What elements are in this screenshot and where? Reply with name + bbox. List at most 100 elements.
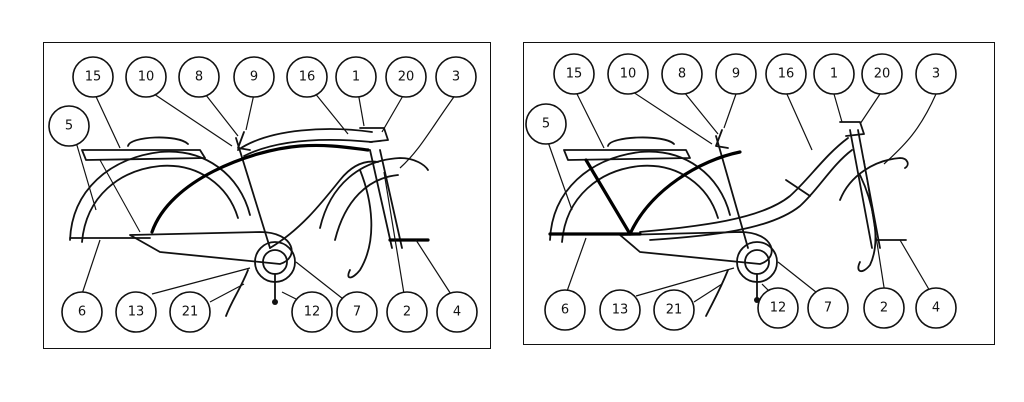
top-tube: [237, 128, 373, 151]
seat-clamp: [715, 129, 729, 149]
svg-text:7: 7: [353, 305, 361, 320]
callout-10: 10: [607, 53, 649, 95]
callout-1: 1: [813, 53, 855, 95]
svg-text:20: 20: [398, 70, 415, 85]
svg-text:16: 16: [778, 67, 795, 82]
drop-tube-lower: [649, 149, 853, 241]
svg-text:5: 5: [65, 119, 73, 134]
callout-9: 9: [233, 56, 275, 98]
svg-text:12: 12: [770, 301, 787, 316]
svg-text:3: 3: [452, 70, 460, 85]
bicycle-drawing-left: [69, 127, 430, 317]
kickstand: [225, 269, 249, 317]
head-badge: [359, 127, 389, 143]
callout-1: 1: [335, 56, 377, 98]
svg-text:9: 9: [250, 70, 258, 85]
svg-text:21: 21: [182, 305, 199, 320]
svg-text:9: 9: [732, 67, 740, 82]
front-fender: [319, 157, 429, 229]
front-fender: [839, 157, 909, 201]
svg-text:20: 20: [874, 67, 891, 82]
rear-fender-inner: [81, 164, 239, 243]
callout-8: 8: [661, 53, 703, 95]
top-tube-lower: [243, 138, 373, 157]
svg-text:6: 6: [561, 303, 569, 318]
bicycle-drawing-right: [548, 121, 909, 317]
svg-text:10: 10: [620, 67, 637, 82]
svg-text:8: 8: [195, 70, 203, 85]
rear-carrier: [81, 149, 206, 161]
pedal: [272, 299, 278, 305]
drop-tube-upper: [639, 137, 849, 233]
callout-5: 5: [48, 105, 90, 147]
callout-9: 9: [715, 53, 757, 95]
kickstand: [705, 269, 729, 317]
callout-21: 21: [653, 289, 695, 331]
rear-fender: [69, 150, 251, 241]
callout-16: 16: [765, 53, 807, 95]
callout-4: 4: [436, 291, 478, 333]
carrier-strut: [99, 159, 141, 233]
callout-16: 16: [286, 56, 328, 98]
carrier-rail: [607, 136, 675, 147]
svg-text:4: 4: [932, 301, 940, 316]
callout-12: 12: [291, 291, 333, 333]
callout-10: 10: [125, 56, 167, 98]
callout-8: 8: [178, 56, 220, 98]
leader-lines-right: [547, 87, 937, 303]
curved-tube: [628, 150, 742, 236]
svg-text:12: 12: [304, 305, 321, 320]
fork: [369, 149, 393, 249]
callout-7: 7: [807, 287, 849, 329]
callout-15: 15: [553, 53, 595, 95]
front-fender-tail: [857, 174, 877, 272]
svg-text:8: 8: [678, 67, 686, 82]
callout-3: 3: [915, 53, 957, 95]
svg-text:7: 7: [824, 301, 832, 316]
callout-13: 13: [599, 289, 641, 331]
front-fender-tail: [347, 169, 373, 279]
svg-text:10: 10: [138, 70, 155, 85]
svg-text:1: 1: [830, 67, 838, 82]
rear-fender: [549, 150, 731, 241]
carrier-strut: [584, 158, 632, 236]
callout-20: 20: [385, 56, 427, 98]
svg-text:2: 2: [880, 301, 888, 316]
callout-12: 12: [757, 287, 799, 329]
svg-text:15: 15: [566, 67, 583, 82]
seat-tube: [235, 137, 271, 249]
callout-20: 20: [861, 53, 903, 95]
svg-text:16: 16: [299, 70, 316, 85]
callout-4: 4: [915, 287, 957, 329]
chain-guard: [129, 231, 293, 265]
rear-carrier: [563, 149, 691, 161]
svg-text:3: 3: [932, 67, 940, 82]
callout-6: 6: [61, 291, 103, 333]
svg-text:4: 4: [453, 305, 461, 320]
callouts-right: 15 10 8 9 16 1 20 3 5 6 13 21 12 7 2 4: [525, 53, 957, 331]
svg-text:13: 13: [128, 305, 145, 320]
callout-7: 7: [336, 291, 378, 333]
svg-text:1: 1: [352, 70, 360, 85]
svg-text:2: 2: [403, 305, 411, 320]
callout-15: 15: [72, 56, 114, 98]
tube-brace: [785, 179, 811, 197]
down-tube: [269, 160, 379, 249]
carrier-rail: [127, 136, 189, 147]
callout-2: 2: [863, 287, 905, 329]
svg-text:21: 21: [666, 303, 683, 318]
callout-6: 6: [544, 289, 586, 331]
seat-clamp: [237, 131, 251, 151]
callout-21: 21: [169, 291, 211, 333]
rear-fender-inner: [561, 164, 719, 243]
callout-13: 13: [115, 291, 157, 333]
svg-text:6: 6: [78, 305, 86, 320]
svg-text:15: 15: [85, 70, 102, 85]
callouts-left: 15 10 8 9 16 1 20 3 5 6 13 21 12 7 2 4: [48, 56, 478, 333]
svg-text:13: 13: [612, 303, 629, 318]
svg-text:5: 5: [542, 117, 550, 132]
front-fender-inner: [334, 174, 399, 241]
callout-2: 2: [386, 291, 428, 333]
callout-3: 3: [435, 56, 477, 98]
